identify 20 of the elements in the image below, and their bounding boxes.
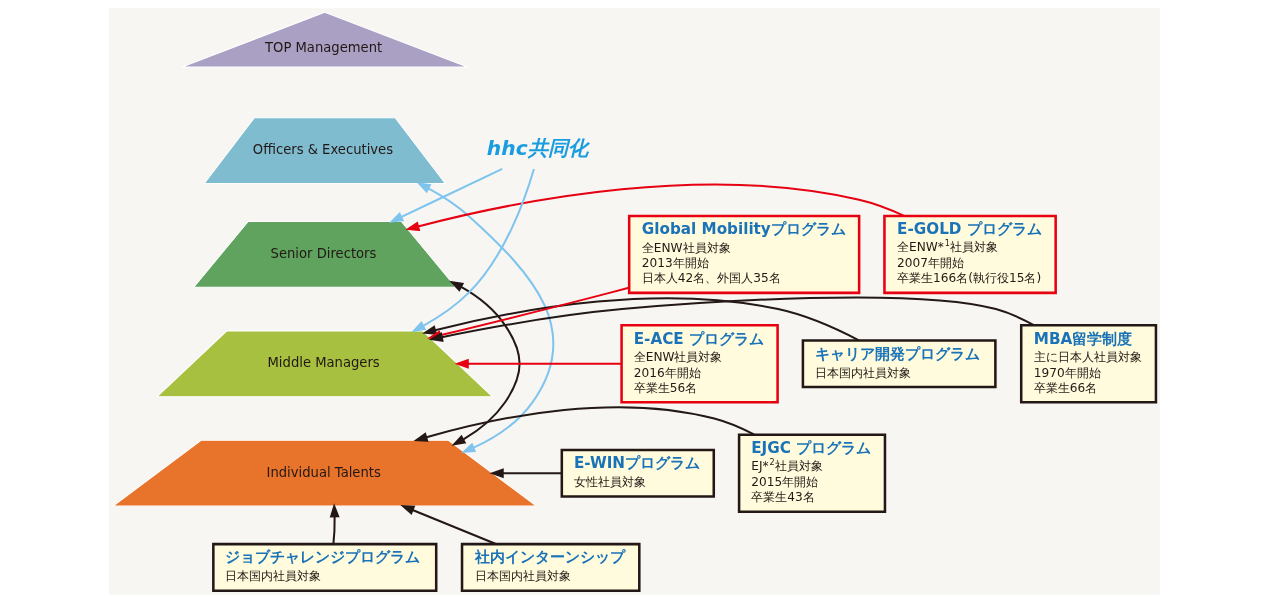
node-box: Global Mobilityプログラム 全ENW社員対象 2013年開始 日本人42名、外国人35名 [627, 214, 861, 295]
arrow [389, 167, 503, 223]
arrow [489, 468, 562, 479]
arrow [411, 168, 535, 333]
arrow [400, 505, 497, 545]
node-text: hhc共同化 [486, 135, 588, 160]
node-box: ジョブチャレンジプログラム 日本国内社員対象 [212, 542, 438, 592]
arrow [454, 358, 622, 369]
node-box: 社内インターンシップ 日本国内社員対象 [460, 542, 641, 592]
arrow [416, 182, 555, 453]
arrow [329, 503, 340, 545]
arrow [413, 406, 755, 442]
node-box: E-WINプログラム 女性社員対象 [560, 448, 716, 498]
node-box: E-ACE プログラム 全ENW社員対象 2016年開始 卒業生56名 [620, 324, 779, 404]
node-box: MBA留学制度 主に日本人社員対象 1970年開始 卒業生66名 [1019, 324, 1158, 404]
arrow [449, 280, 521, 446]
arrow [405, 183, 905, 232]
node-box: キャリア開発プログラム 日本国内社員対象 [801, 339, 997, 389]
node-box: EJGC プログラム EJ*$^{2}$社員対象 2015年開始 卒業生43名 [737, 433, 887, 513]
node-box: E-GOLD プログラム 全ENW*$^{1}$社員対象 2007年開始 卒業生166名(執行役15名) [883, 214, 1057, 295]
